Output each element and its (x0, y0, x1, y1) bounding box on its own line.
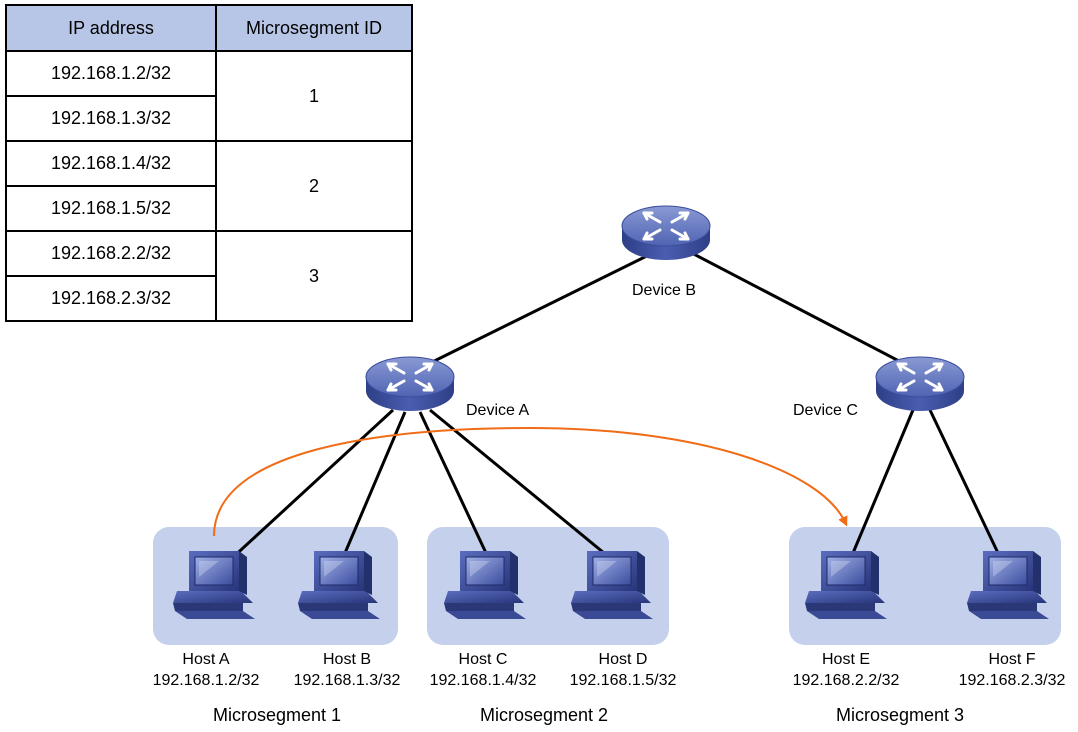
device-a-label: Device A (466, 402, 530, 419)
link-b-a (409, 245, 666, 375)
host-name: Host D (598, 651, 648, 668)
link-a-hostd (429, 408, 605, 555)
device-b-label: Device B (632, 282, 697, 299)
host-f-label: Host F 192.168.2.3/32 (942, 649, 1078, 691)
host-name: Host C (458, 651, 508, 668)
host-d-label: Host D 192.168.1.5/32 (553, 649, 693, 691)
ip-cell: 192.168.1.3/32 (5, 95, 217, 142)
ip-cell: 192.168.1.5/32 (5, 185, 217, 232)
link-a-hostc (418, 411, 488, 554)
host-name: Host F (988, 651, 1036, 668)
header-microsegment-id: Microsegment ID (215, 4, 413, 52)
host-a-label: Host A 192.168.1.2/32 (136, 649, 276, 691)
header-ip-address: IP address (5, 4, 217, 52)
ip-cell: 192.168.1.4/32 (5, 140, 217, 187)
host-c-label: Host C 192.168.1.4/32 (413, 649, 553, 691)
host-e-label: Host E 192.168.2.2/32 (776, 649, 916, 691)
id-cell: 2 (215, 140, 413, 232)
table-row: 192.168.1.3/32 (5, 95, 412, 142)
network-links (228, 245, 1000, 562)
microsegment-3-label: Microsegment 3 (836, 705, 965, 725)
device-c-label: Device C (793, 402, 858, 419)
link-b-c (685, 248, 921, 374)
ip-cell: 192.168.1.2/32 (5, 50, 217, 97)
host-name: Host A (182, 651, 230, 668)
table-row: 192.168.2.3/32 (5, 275, 412, 322)
id-cell: 1 (215, 50, 413, 142)
table-row: 192.168.1.5/32 (5, 185, 412, 232)
host-ip: 192.168.2.3/32 (958, 672, 1066, 689)
id-cell: 3 (215, 230, 413, 322)
table-header-row: IP address Microsegment ID (5, 4, 413, 52)
flow-arrow (213, 426, 848, 537)
host-name: Host E (821, 651, 870, 668)
host-b-label: Host B 192.168.1.3/32 (277, 649, 417, 691)
device-a-icon (364, 355, 456, 413)
host-ip: 192.168.1.2/32 (152, 672, 260, 689)
link-a-hosta (228, 408, 395, 562)
host-ip: 192.168.1.3/32 (293, 672, 401, 689)
ip-cell: 192.168.2.3/32 (5, 275, 217, 322)
host-ip: 192.168.2.2/32 (792, 672, 900, 689)
microsegment-2-label: Microsegment 2 (480, 705, 609, 725)
host-ip: 192.168.1.5/32 (569, 672, 677, 689)
link-c-hoste (851, 409, 915, 554)
device-b-icon (620, 204, 712, 262)
microsegment-1-label: Microsegment 1 (213, 705, 342, 725)
table-row: 192.168.1.4/32 2 (5, 140, 413, 232)
table-row: 192.168.2.2/32 3 (5, 230, 413, 322)
ip-cell: 192.168.2.2/32 (5, 230, 217, 277)
microsegment-table: IP address Microsegment ID 192.168.1.2/3… (5, 4, 413, 322)
table-row: 192.168.1.2/32 1 (5, 50, 413, 142)
link-c-hostf (928, 409, 1000, 554)
host-ip: 192.168.1.4/32 (429, 672, 537, 689)
device-c-icon (874, 355, 966, 413)
host-name: Host B (322, 651, 371, 668)
